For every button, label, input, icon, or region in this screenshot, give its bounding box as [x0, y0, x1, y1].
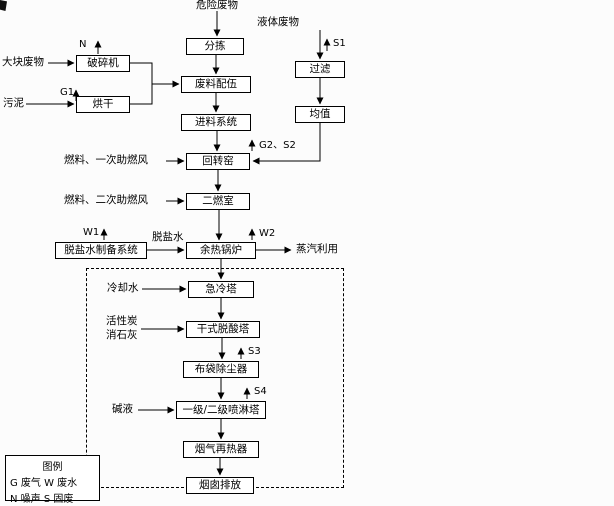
node-demin-water-system: 脱盐水制备系统 — [55, 242, 147, 259]
legend-row-gas-water: G 废气 W 废水 — [10, 478, 78, 489]
line-homogenizer-to-kiln — [252, 123, 321, 165]
legend-row-noise-solid: N 噪声 S 固废 — [10, 494, 74, 505]
legend-box: 图例 G 废气 W 废水 N 噪声 S 固废 — [5, 455, 100, 505]
emission-label-g2-s2: G2、S2 — [259, 140, 296, 151]
emission-label-s3: S3 — [248, 346, 261, 357]
node-dry-deacid-tower: 干式脱酸塔 — [186, 321, 260, 338]
node-sorting: 分拣 — [186, 38, 244, 55]
label-cooling-water: 冷却水 — [107, 282, 139, 294]
node-bag-filter: 布袋除尘器 — [183, 361, 259, 378]
label-hazardous-waste: 危险废物 — [196, 0, 238, 11]
node-rotary-kiln: 回转窑 — [186, 153, 250, 170]
label-bulk-waste: 大块废物 — [2, 56, 44, 68]
label-demin-water: 脱盐水 — [152, 231, 184, 243]
node-blending: 废料配伍 — [181, 76, 251, 93]
node-spray-tower: 一级/二级喷淋塔 — [176, 401, 266, 419]
node-homogenizer: 均值 — [295, 106, 345, 123]
node-flue-gas-reheater: 烟气再热器 — [183, 441, 259, 458]
label-alkali-liquor: 碱液 — [112, 403, 133, 415]
emission-label-w2: W2 — [259, 228, 276, 239]
label-steam-use: 蒸汽利用 — [296, 243, 338, 255]
label-liquid-waste: 液体废物 — [257, 16, 299, 28]
label-activated-carbon: 活性炭 — [106, 315, 138, 327]
node-secondary-chamber: 二燃室 — [186, 193, 250, 210]
label-fuel-primary-air: 燃料、一次助燃风 — [64, 154, 148, 166]
label-fuel-secondary-air: 燃料、二次助燃风 — [64, 194, 148, 206]
label-sludge: 污泥 — [3, 97, 24, 109]
emission-label-s4: S4 — [254, 386, 267, 397]
node-quench-tower: 急冷塔 — [188, 281, 254, 298]
emission-label-s1: S1 — [333, 38, 346, 49]
node-feeding-system: 进料系统 — [181, 114, 251, 131]
node-dryer: 烘干 — [76, 96, 130, 113]
line-crusher-dryer-junction — [130, 62, 153, 105]
emission-label-w1: W1 — [83, 227, 100, 238]
legend-title: 图例 — [42, 462, 63, 473]
emission-label-noise: N — [79, 39, 87, 50]
node-crusher: 破碎机 — [76, 55, 130, 72]
label-slaked-lime: 消石灰 — [106, 329, 138, 341]
node-stack-discharge: 烟囱排放 — [186, 477, 254, 494]
emission-label-g1: G1 — [60, 87, 75, 98]
node-waste-heat-boiler: 余热锅炉 — [186, 242, 256, 259]
scan-artifact — [0, 0, 7, 11]
node-filter: 过滤 — [295, 61, 345, 78]
